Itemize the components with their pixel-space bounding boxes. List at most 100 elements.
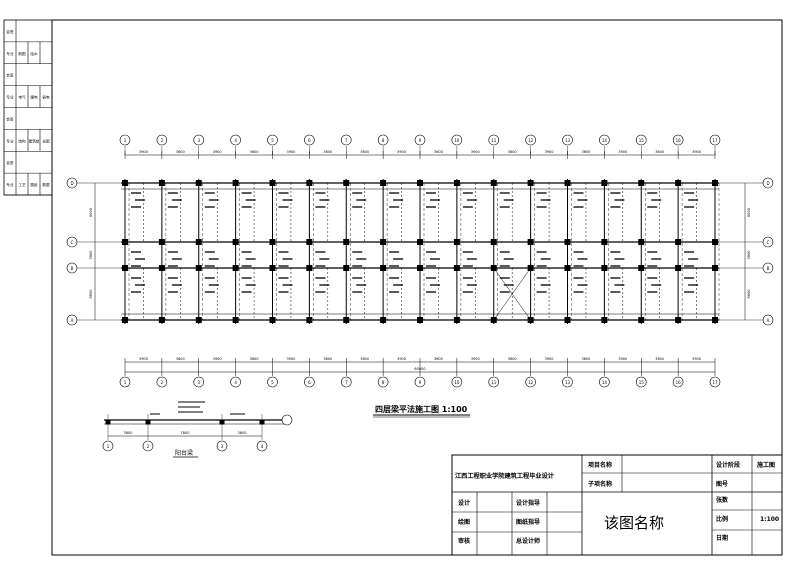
column <box>380 239 387 245</box>
detail-dim: 3600 <box>124 431 133 435</box>
bottom-dim: 3900 <box>286 357 295 361</box>
column <box>490 180 497 186</box>
column <box>712 265 718 271</box>
axis-label: 9 <box>419 138 422 143</box>
axis-label: 3 <box>197 380 200 385</box>
top-dim: 3600 <box>655 150 664 154</box>
column <box>638 317 645 323</box>
column <box>195 265 202 271</box>
axis-label: 13 <box>565 380 571 385</box>
axis-label: 12 <box>528 380 534 385</box>
sheet-border <box>51 19 783 556</box>
drawing-label: 绘图 <box>458 518 470 526</box>
axis-bubble <box>256 440 268 452</box>
axis-bubble <box>635 376 647 388</box>
axis-label: D <box>70 181 73 186</box>
column <box>122 317 128 323</box>
sign-cell: 结构 <box>18 138 26 143</box>
column <box>453 239 460 245</box>
column <box>232 265 239 271</box>
axis-label: D <box>766 181 769 186</box>
axis-bubble <box>102 440 114 452</box>
axis-label: 17 <box>712 138 718 143</box>
sign-cell: 专业 <box>6 138 14 143</box>
axis-bubble <box>267 134 278 146</box>
column <box>343 239 350 245</box>
sign-cell: 会签 <box>6 116 14 121</box>
column <box>122 239 128 245</box>
axis-label: 8 <box>382 380 385 385</box>
axis-bubble <box>562 376 573 388</box>
column <box>380 180 387 186</box>
axis-label: 10 <box>454 138 460 143</box>
sign-cell: 会签 <box>6 29 14 34</box>
axis-label: 2 <box>161 138 164 143</box>
axis-label: 16 <box>676 380 682 385</box>
axis-bubble <box>340 376 352 388</box>
axis-label: B <box>767 266 770 271</box>
axis-label: 6 <box>308 138 311 143</box>
review-label: 审核 <box>458 537 470 545</box>
column <box>675 239 682 245</box>
sign-cell: 数据 <box>42 182 50 187</box>
plan-title: 四层梁平法施工图 1:100 <box>375 404 468 414</box>
column <box>269 180 276 186</box>
column <box>527 180 534 186</box>
axis-label: 2 <box>161 380 164 385</box>
column <box>269 317 276 323</box>
school-name: 江西工程职业学院建筑工程毕业设计 <box>455 472 555 480</box>
sign-cell: 给水 <box>30 51 38 56</box>
bottom-dim: 3900 <box>139 357 148 361</box>
axis-bubble <box>525 376 536 388</box>
drawing-name: 该图名称 <box>604 514 664 532</box>
top-dim: 3900 <box>213 150 222 154</box>
column <box>417 180 423 186</box>
top-dim: 3600 <box>508 150 517 154</box>
bottom-dim: 3900 <box>471 357 480 361</box>
axis-bubble <box>488 134 500 146</box>
column <box>490 239 497 245</box>
bottom-dim: 3600 <box>508 357 517 361</box>
axis-bubble <box>193 134 205 146</box>
column <box>453 265 460 271</box>
axis-label: A <box>71 318 74 323</box>
bottom-dim: 3900 <box>692 357 701 361</box>
axis-label: A <box>767 318 770 323</box>
axis-label: 6 <box>308 380 311 385</box>
axis-bubble <box>414 134 426 146</box>
sign-cell: 总图 <box>42 138 50 143</box>
axis-bubble <box>281 414 293 426</box>
axis-bubble <box>230 134 241 146</box>
bottom-dim: 3600 <box>250 357 259 361</box>
axis-label: C <box>71 240 74 245</box>
column <box>122 265 128 271</box>
axis-bubble <box>672 376 684 388</box>
design-guide-label: 设计指导 <box>516 499 540 507</box>
axis-bubble <box>672 134 684 146</box>
axis-label: 4 <box>261 444 264 449</box>
top-dim: 3900 <box>545 150 554 154</box>
axis-bubble <box>525 134 536 146</box>
column <box>306 239 313 245</box>
side-dim: 3900 <box>89 251 93 260</box>
sign-cell: 会签 <box>6 160 14 165</box>
column <box>195 317 202 323</box>
column <box>232 239 239 245</box>
top-dim: 3900 <box>286 150 295 154</box>
column <box>712 180 718 186</box>
top-dim: 3600 <box>250 150 259 154</box>
column <box>158 265 165 271</box>
sign-cell: 工艺 <box>18 182 26 187</box>
axis-label: 1 <box>107 444 110 449</box>
column <box>417 239 423 245</box>
axis-bubble <box>119 376 131 388</box>
axis-label: 11 <box>491 138 497 143</box>
axis-label: 17 <box>712 380 718 385</box>
drawing-no-label: 图号 <box>716 480 728 488</box>
axis-label: 15 <box>639 380 645 385</box>
design-stage-value: 施工图 <box>757 461 775 469</box>
column <box>601 317 608 323</box>
column <box>306 265 313 271</box>
sign-cell: 弱电 <box>42 95 50 100</box>
